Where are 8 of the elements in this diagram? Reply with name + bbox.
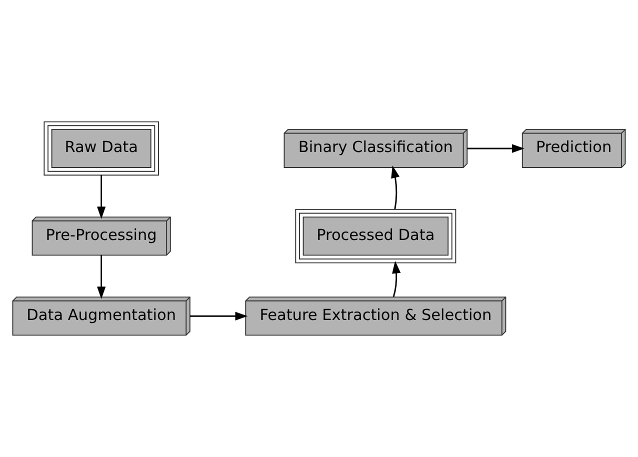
arrow (190, 312, 248, 320)
node-box: Raw Data (44, 121, 159, 176)
node-box: Processed Data (295, 208, 456, 264)
arrow (392, 260, 401, 298)
arrow (391, 166, 400, 210)
arrow (97, 175, 106, 219)
arrow (467, 144, 524, 153)
arrow (97, 255, 106, 300)
